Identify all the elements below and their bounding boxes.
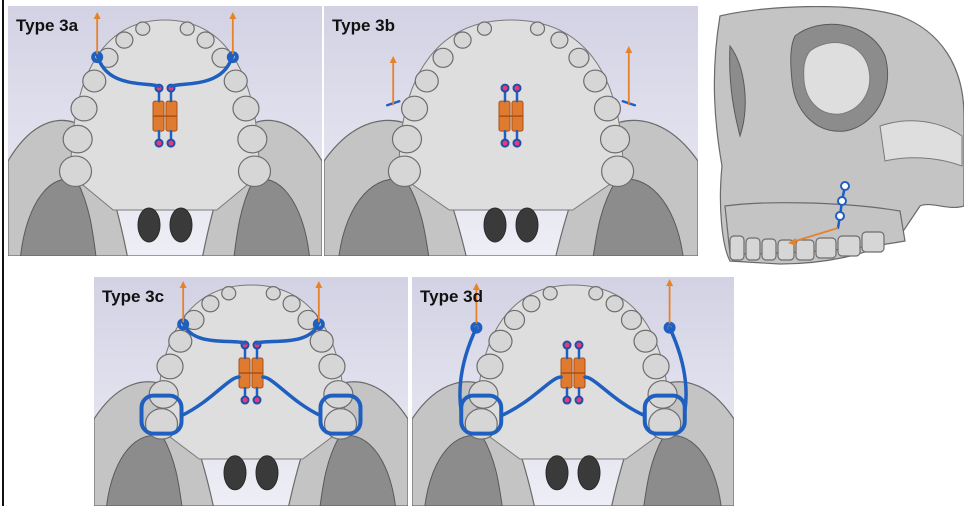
tooth <box>136 22 150 35</box>
tooth <box>454 32 471 48</box>
anchor-screw <box>576 397 583 404</box>
tooth <box>543 287 557 300</box>
nasal-cavity-right <box>256 456 278 490</box>
tooth <box>634 330 657 352</box>
tooth <box>392 125 421 153</box>
anchor-screw <box>242 397 249 404</box>
tooth <box>266 287 280 300</box>
tooth <box>202 296 219 312</box>
tooth <box>180 22 194 35</box>
palate-vault <box>399 20 623 210</box>
tooth <box>602 156 634 186</box>
nasal-cavity-right <box>578 456 600 490</box>
tooth <box>551 32 568 48</box>
tooth <box>415 70 438 92</box>
tooth <box>71 96 97 121</box>
palate-illustration-3a <box>8 6 322 256</box>
nasal-cavity-right <box>516 208 538 242</box>
tooth <box>116 32 133 48</box>
anchor-screw <box>502 140 509 147</box>
tooth <box>589 287 603 300</box>
tooth <box>197 32 214 48</box>
anchor-screw <box>168 140 175 147</box>
nasal-cavity-left <box>546 456 568 490</box>
tooth <box>83 70 106 92</box>
tooth <box>157 354 183 379</box>
lateral-skull-illustration <box>700 6 964 268</box>
palate-illustration-3d <box>412 277 734 506</box>
tooth <box>477 22 491 35</box>
anchor-screw <box>514 140 521 147</box>
nasal-cavity-right <box>170 208 192 242</box>
tooth <box>643 354 669 379</box>
palate-vault <box>71 20 259 210</box>
anchor-screw <box>254 397 261 404</box>
panel-type-3a: Type 3a <box>8 6 322 256</box>
tooth <box>594 96 620 121</box>
force-arrow-right <box>229 12 236 54</box>
panel-lateral-skull <box>700 6 964 268</box>
force-arrow-right <box>666 279 673 324</box>
tooth <box>621 310 641 329</box>
panel-label-3a: Type 3a <box>16 16 78 36</box>
palate-vault <box>476 285 669 459</box>
palate-vault <box>157 285 345 459</box>
nasal-cavity-left <box>138 208 160 242</box>
nasal-cavity-left <box>484 208 506 242</box>
tooth <box>238 125 267 153</box>
tooth <box>319 354 345 379</box>
tooth <box>238 156 270 186</box>
tooth <box>222 287 236 300</box>
panel-type-3c: Type 3c <box>94 277 408 506</box>
tooth <box>283 296 300 312</box>
anchor-screw <box>156 140 163 147</box>
anchor-screw <box>576 342 583 349</box>
panel-label-3c: Type 3c <box>102 287 164 307</box>
tooth <box>388 156 420 186</box>
panel-label-3b: Type 3b <box>332 16 395 36</box>
anchor-screw <box>564 342 571 349</box>
anchor-screw <box>502 85 509 92</box>
tooth <box>63 125 92 153</box>
panel-type-3d: Type 3d <box>412 277 734 506</box>
panel-label-3d: Type 3d <box>420 287 483 307</box>
tooth <box>60 156 92 186</box>
tooth <box>601 125 630 153</box>
tooth <box>169 330 192 352</box>
tooth <box>606 296 623 312</box>
tooth <box>531 22 545 35</box>
tooth <box>489 330 512 352</box>
force-arrow-left <box>390 56 397 105</box>
palate-illustration-3c <box>94 277 408 506</box>
tooth <box>402 96 428 121</box>
left-rule <box>2 0 4 506</box>
panel-type-3b: Type 3b <box>324 6 698 256</box>
tooth <box>523 296 540 312</box>
nasal-cavity-left <box>224 456 246 490</box>
anchor-screw <box>514 85 521 92</box>
force-arrow-left <box>94 12 101 54</box>
anchor-screw <box>564 397 571 404</box>
tooth <box>224 70 247 92</box>
tooth <box>433 48 453 67</box>
force-arrow-right <box>625 46 632 105</box>
tooth <box>310 330 333 352</box>
tooth <box>233 96 259 121</box>
tooth <box>569 48 589 67</box>
palate-illustration-3b <box>324 6 698 256</box>
tooth <box>477 354 503 379</box>
tooth <box>584 70 607 92</box>
tooth <box>505 310 525 329</box>
